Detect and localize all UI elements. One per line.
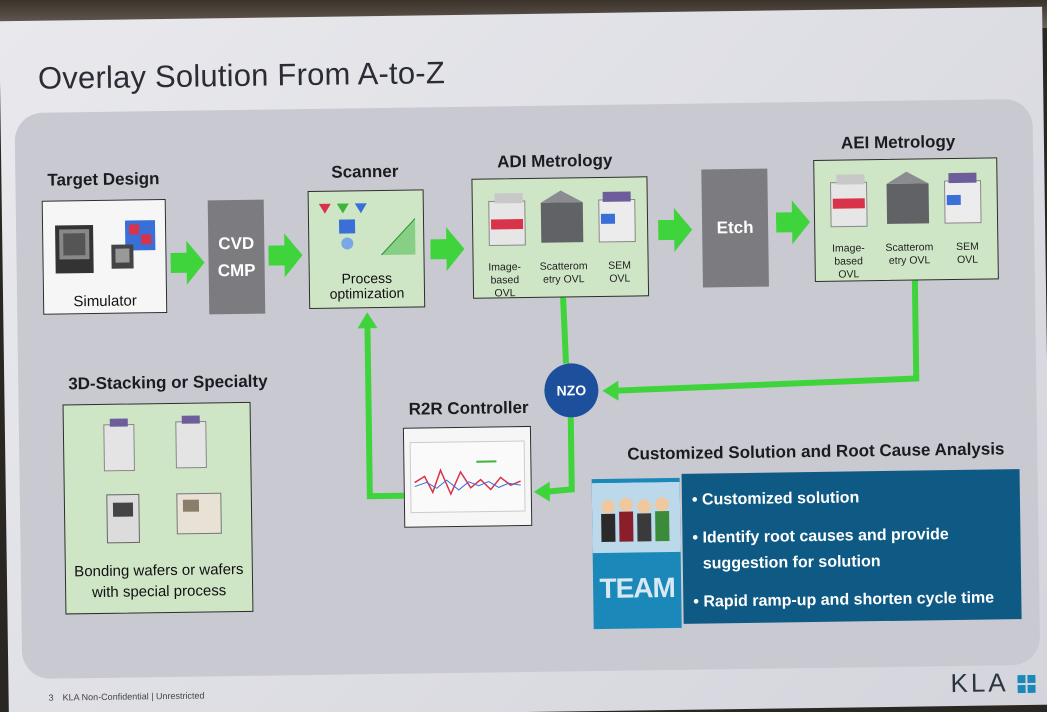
process-optimization-icon [318, 203, 416, 256]
bullet-3: • Rapid ramp-up and shorten cycle time [693, 589, 995, 611]
aei-tools-icon [830, 171, 982, 228]
team-panel: TEAM [591, 477, 682, 630]
stacking-box: Bonding wafers or wafers with special pr… [62, 401, 254, 615]
stacking-label: 3D-Stacking or Specialty [68, 371, 268, 394]
target-design-box: Simulator [41, 199, 168, 315]
arrow-target-to-cvd [170, 240, 205, 285]
footer-text: KLA Non-Confidential | Unrestricted [62, 690, 205, 703]
kla-logo-mark-icon [1017, 675, 1036, 694]
bullet-2: • Identify root causes and provide [692, 526, 949, 547]
stacking-caption-line1: Bonding wafers or wafers [74, 560, 244, 581]
r2r-controller-box [402, 425, 533, 528]
slide: Overlay Solution From A-to-Z Target Desi… [0, 6, 1047, 712]
arrow-cvd-to-scanner [268, 233, 303, 278]
arrow-adi-to-etch [658, 207, 693, 252]
bullet-2-continued: suggestion for solution [702, 553, 881, 573]
adi-metrology-box: Image- based OVL Scatterom etry OVL SEM … [471, 176, 650, 300]
aei-metrology-box: Image- based OVL Scatterom etry OVL SEM … [813, 157, 999, 282]
stacking-caption: Bonding wafers or wafers with special pr… [66, 559, 253, 604]
bullet-1: • Customized solution [691, 489, 860, 509]
arrow-etch-to-aei [775, 200, 811, 245]
team-label: TEAM [599, 571, 676, 604]
feedback-loop-lines [357, 280, 920, 502]
kla-logo: KLA [950, 667, 1036, 699]
stacking-caption-line2: with special process [91, 582, 227, 602]
bonding-tools-icon [103, 415, 222, 544]
adi-tools-icon [488, 190, 636, 247]
kla-logo-text: KLA [950, 667, 1008, 699]
scanner-box: Process optimization [307, 189, 426, 310]
footer-page-number: 3 [48, 692, 54, 703]
r2r-chart-icon [409, 440, 526, 514]
bullet-list: • Customized solution • Identify root ca… [681, 469, 1022, 624]
simulator-icon [55, 220, 156, 274]
arrow-scanner-to-adi [430, 227, 465, 272]
r2r-controller-label: R2R Controller [408, 397, 529, 419]
team-people-icon [591, 481, 681, 554]
